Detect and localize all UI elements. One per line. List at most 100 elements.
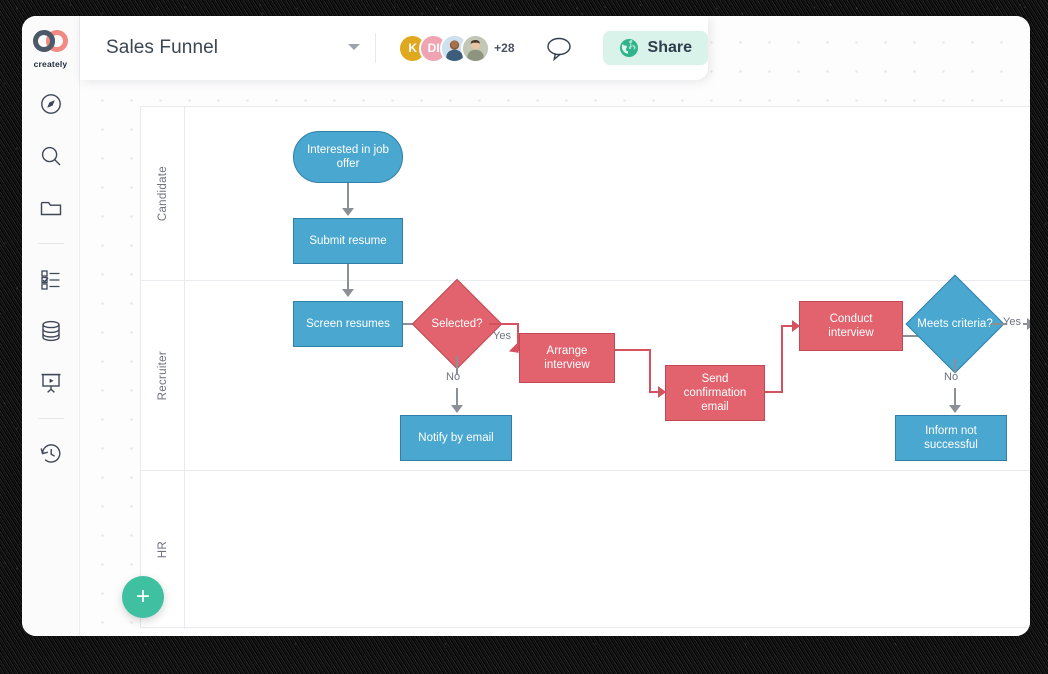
connector-criteria-yes-1 bbox=[990, 323, 1006, 325]
arrowhead-criteria-yes bbox=[1027, 318, 1030, 330]
comment-bubble-icon bbox=[546, 37, 571, 62]
node-label: Selected? bbox=[431, 318, 483, 330]
avatar-photo-icon bbox=[463, 35, 489, 61]
add-shape-button[interactable]: + bbox=[122, 576, 164, 618]
node-notify-by-email[interactable]: Notify by email bbox=[400, 415, 512, 461]
arrowhead-n6-n7 bbox=[658, 386, 666, 398]
node-label: Meets criteria? bbox=[917, 318, 993, 330]
connector-n6-n7-h1 bbox=[615, 349, 651, 351]
compass-explore-icon bbox=[40, 94, 61, 114]
sidebar-item-data[interactable] bbox=[34, 314, 68, 348]
share-button[interactable]: Share bbox=[602, 31, 708, 65]
node-label: Conduct interview bbox=[828, 313, 874, 339]
node-meets-criteria-decision[interactable]: Meets criteria? bbox=[905, 274, 1005, 374]
node-submit-resume[interactable]: Submit resume bbox=[293, 218, 403, 264]
connector-criteria-yes-2 bbox=[1023, 323, 1030, 325]
database-icon bbox=[41, 320, 60, 342]
avatar[interactable] bbox=[461, 33, 491, 63]
node-arrange-interview[interactable]: Arrange interview bbox=[519, 333, 615, 383]
left-sidebar: creately bbox=[22, 16, 80, 636]
connector-n7-n8-h2 bbox=[781, 325, 795, 327]
sidebar-divider-1 bbox=[37, 243, 64, 244]
swimlane-candidate: Candidate Interested in job offer Submit… bbox=[141, 107, 1030, 296]
creately-logo-icon bbox=[32, 30, 68, 52]
header-divider bbox=[375, 33, 377, 63]
arrowhead-n1-n2 bbox=[342, 208, 354, 216]
history-clock-icon bbox=[40, 444, 60, 463]
connector-n2-n3 bbox=[347, 264, 349, 296]
connector-n8-n9-h1 bbox=[903, 335, 921, 337]
node-label: Arrange interview bbox=[544, 345, 590, 371]
sidebar-item-search[interactable] bbox=[34, 139, 68, 173]
sidebar-item-tasks[interactable] bbox=[34, 262, 68, 296]
avatar-initials: DI bbox=[427, 41, 440, 55]
arrowhead-criteria-no bbox=[949, 405, 961, 413]
collaborator-avatars[interactable]: K DI +28 bbox=[398, 33, 515, 63]
search-icon bbox=[41, 146, 60, 166]
node-conduct-interview[interactable]: Conduct interview bbox=[799, 301, 903, 351]
avatar-initials: K bbox=[408, 41, 417, 55]
sidebar-divider-2 bbox=[37, 418, 64, 419]
connector-n7-n8-v bbox=[781, 325, 783, 393]
app-window: creately bbox=[22, 16, 1030, 636]
swimlane-container: Candidate Interested in job offer Submit… bbox=[140, 106, 1030, 629]
swimlane-header-hr[interactable]: HR bbox=[141, 471, 185, 629]
connector-n6-n7-h2 bbox=[649, 391, 661, 393]
node-label: Screen resumes bbox=[306, 318, 390, 330]
node-inform-not-successful[interactable]: Inform not successful bbox=[895, 415, 1007, 461]
avatar-overflow-count[interactable]: +28 bbox=[494, 41, 515, 55]
swimlane-header-recruiter[interactable]: Recruiter bbox=[141, 281, 185, 470]
share-button-label: Share bbox=[647, 39, 692, 56]
node-label: Send confirmation email bbox=[683, 373, 747, 413]
sidebar-item-history[interactable] bbox=[34, 437, 68, 471]
arrowhead-n7-n8 bbox=[792, 320, 800, 332]
node-label: Submit resume bbox=[309, 235, 387, 247]
node-label: Interested in job offer bbox=[307, 144, 389, 170]
diagram-canvas[interactable]: Candidate Interested in job offer Submit… bbox=[80, 16, 1030, 636]
folder-icon bbox=[40, 201, 61, 216]
edge-label-criteria-yes: Yes bbox=[1003, 316, 1021, 328]
connector-n7-n8-h1 bbox=[765, 391, 783, 393]
comments-button[interactable] bbox=[543, 34, 577, 62]
avatar[interactable] bbox=[440, 33, 470, 63]
connector-criteria-no-2 bbox=[954, 388, 956, 408]
swimlane-recruiter: Recruiter Screen resumes Selected? No bbox=[141, 274, 1030, 471]
document-header: Sales Funnel K DI bbox=[80, 16, 708, 80]
swimlane-hr: HR bbox=[141, 471, 1030, 629]
node-selected-decision[interactable]: Selected? bbox=[411, 278, 503, 370]
chevron-down-icon bbox=[348, 44, 361, 50]
connector-selected-no-1 bbox=[456, 356, 458, 374]
edge-label-selected-no: No bbox=[446, 371, 461, 383]
page-title[interactable]: Sales Funnel bbox=[106, 37, 219, 58]
logo-wordmark: creately bbox=[33, 59, 68, 69]
node-send-confirmation-email[interactable]: Send confirmation email bbox=[665, 365, 765, 421]
swimlane-label: Candidate bbox=[156, 165, 169, 222]
app-logo[interactable]: creately bbox=[29, 30, 73, 69]
connector-selected-yes-h bbox=[489, 323, 519, 325]
swimlane-label: Recruiter bbox=[156, 350, 169, 401]
node-label: Inform not successful bbox=[924, 425, 978, 451]
edge-label-criteria-no: No bbox=[944, 371, 959, 383]
swimlane-header-candidate[interactable]: Candidate bbox=[141, 107, 185, 280]
connector-criteria-no-1 bbox=[954, 359, 956, 373]
sidebar-item-present[interactable] bbox=[34, 366, 68, 400]
title-dropdown-button[interactable] bbox=[333, 39, 375, 57]
plus-icon: + bbox=[135, 583, 150, 610]
presentation-icon bbox=[41, 373, 60, 393]
checklist-icon bbox=[40, 270, 59, 290]
connector-selected-yes-v bbox=[517, 323, 519, 351]
arrowhead-into-n3 bbox=[342, 289, 354, 297]
connector-selected-no-2 bbox=[456, 388, 458, 408]
sidebar-item-folders[interactable] bbox=[34, 191, 68, 225]
connector-n1-n2 bbox=[347, 183, 349, 210]
swimlane-label: HR bbox=[156, 541, 169, 559]
connector-n6-n7-v bbox=[649, 349, 651, 393]
edge-label-selected-yes: Yes bbox=[493, 330, 511, 342]
node-screen-resumes[interactable]: Screen resumes bbox=[293, 301, 403, 347]
globe-icon bbox=[619, 39, 638, 57]
arrowhead-selected-no bbox=[451, 405, 463, 413]
sidebar-item-explore[interactable] bbox=[34, 87, 68, 121]
node-label: Notify by email bbox=[418, 432, 494, 444]
connector-into-n3 bbox=[347, 281, 349, 291]
node-interested-in-job-offer[interactable]: Interested in job offer bbox=[293, 131, 403, 183]
